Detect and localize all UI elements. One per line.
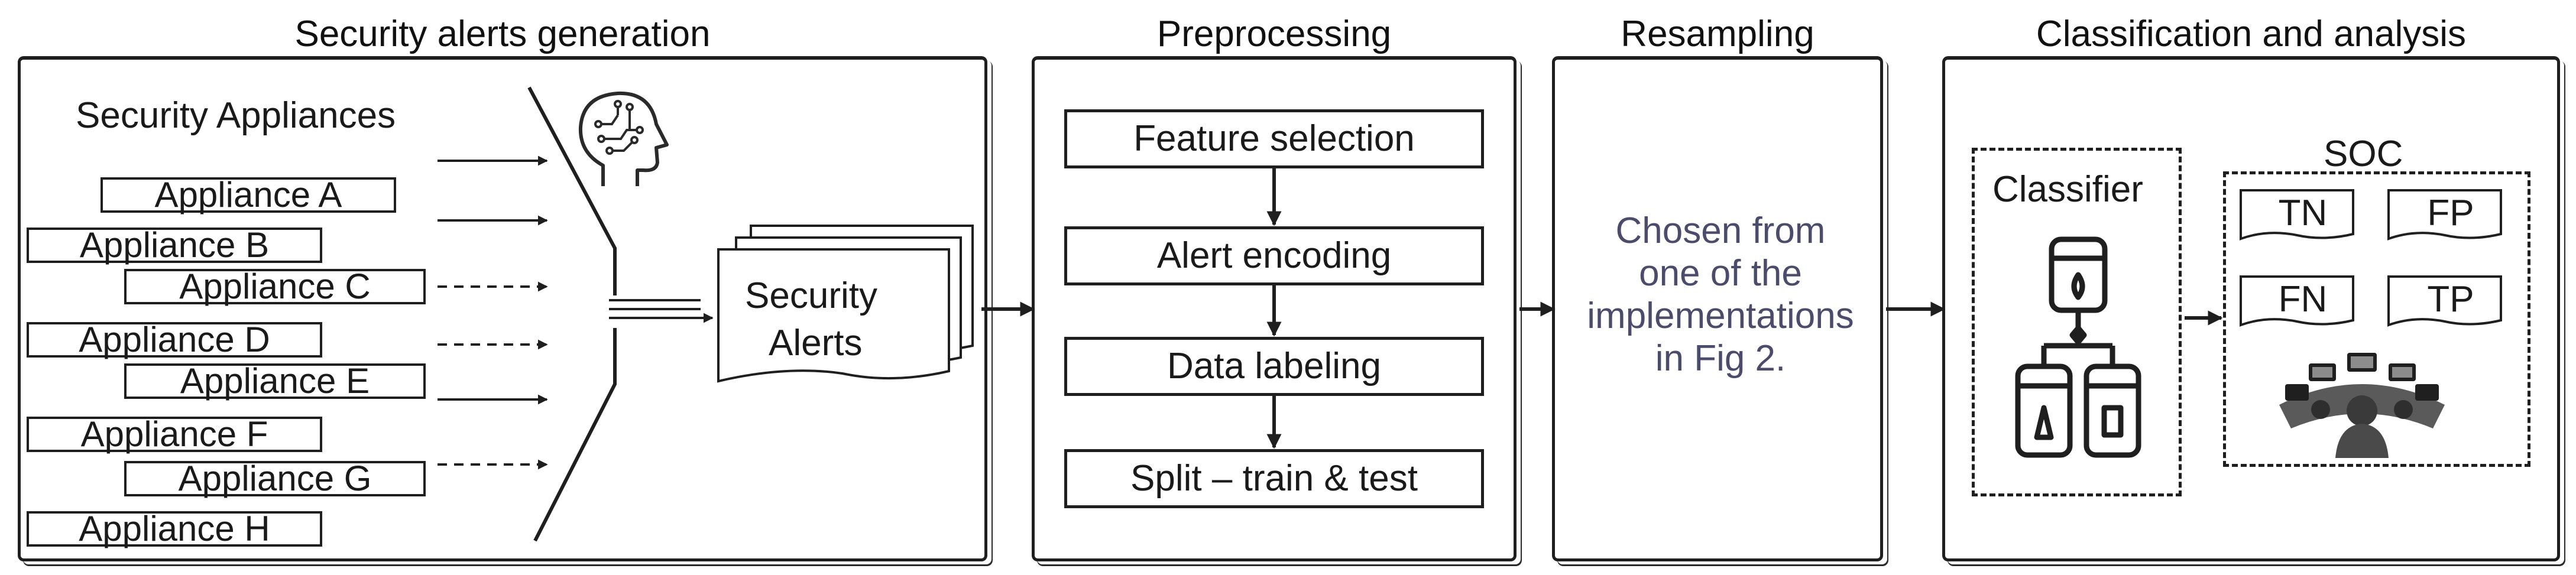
outcome-tp: TP <box>2427 279 2474 320</box>
decision-tree-icon <box>2015 236 2141 458</box>
soc-label: SOC <box>2324 134 2403 174</box>
resampling-line-4: in Fig 2. <box>1655 338 1786 379</box>
fp-card-icon <box>2387 189 2502 241</box>
stage-title-resampling: Resampling <box>1621 14 1814 54</box>
soc-box <box>2223 171 2530 467</box>
appliance-box-g: Appliance G <box>124 461 426 496</box>
appliance-box-c: Appliance C <box>124 269 426 304</box>
appliance-box-a: Appliance A <box>101 177 396 213</box>
tp-card-icon <box>2387 275 2502 327</box>
step-feature-selection: Feature selection <box>1064 109 1484 168</box>
appliance-box-f: Appliance F <box>27 417 322 452</box>
soc-operators-icon <box>2279 353 2445 458</box>
security-alerts-document <box>717 225 974 383</box>
step-data-labeling: Data labeling <box>1064 337 1484 396</box>
appliance-box-d: Appliance D <box>27 322 322 358</box>
classifier-label: Classifier <box>1992 169 2143 210</box>
resampling-line-2: one of the <box>1639 253 1802 294</box>
fn-card-icon <box>2240 275 2354 327</box>
ai-head-icon <box>578 91 669 186</box>
step-split-train-test: Split – train & test <box>1064 449 1484 508</box>
stage-title-generation: Security alerts generation <box>294 14 711 54</box>
stage-title-classification: Classification and analysis <box>2036 14 2467 54</box>
security-alerts-label-line1: Security <box>745 275 877 316</box>
outcome-fn: FN <box>2278 279 2328 320</box>
resampling-line-1: Chosen from <box>1615 210 1826 251</box>
step-alert-encoding: Alert encoding <box>1064 226 1484 285</box>
funnel-bottom-line <box>533 328 617 542</box>
resampling-line-3: implementations <box>1587 295 1854 336</box>
outcome-tn: TN <box>2278 193 2328 233</box>
security-alerts-label-line2: Alerts <box>769 323 863 363</box>
outcome-fp: FP <box>2427 193 2474 233</box>
panel-resampling <box>1552 56 1883 561</box>
stage-title-preprocessing: Preprocessing <box>1156 14 1392 54</box>
appliance-box-h: Appliance H <box>27 511 322 547</box>
tn-card-icon <box>2240 189 2354 241</box>
appliances-header: Security Appliances <box>76 95 396 136</box>
appliance-box-e: Appliance E <box>124 363 426 399</box>
classifier-box <box>1972 148 2182 496</box>
appliance-box-b: Appliance B <box>27 228 322 263</box>
funnel-top-line <box>527 86 617 295</box>
soc-outcome-cards <box>2240 189 2502 327</box>
resampling-description: Chosen from one of the implementations i… <box>1561 210 1880 380</box>
